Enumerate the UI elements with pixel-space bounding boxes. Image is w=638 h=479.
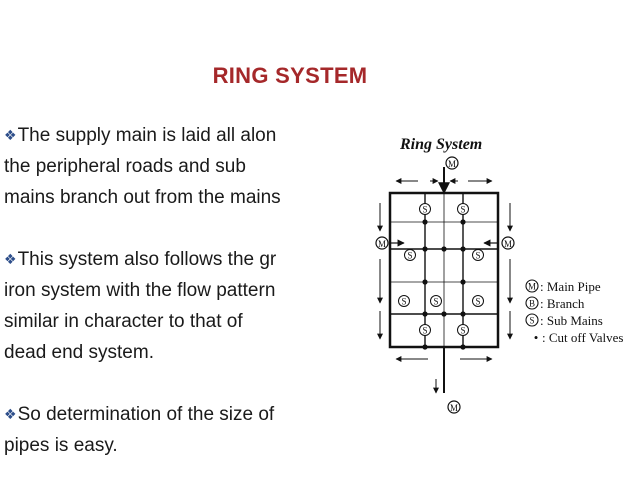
svg-text:S: S	[401, 297, 406, 307]
svg-text:S: S	[407, 251, 412, 261]
diamond-dots-icon: ❖	[4, 406, 17, 422]
svg-text:•: •	[534, 330, 539, 345]
diamond-dots-icon: ❖	[4, 127, 17, 143]
sub-main-labels: S S S S S S S S S	[398, 203, 484, 336]
bullet-line: the peripheral roads and sub	[4, 156, 246, 177]
svg-text:S: S	[460, 326, 465, 336]
legend-cut-off-valves: • : Cut off Valves	[534, 330, 624, 345]
svg-text:S: S	[422, 205, 427, 215]
bullet-list: ❖The supply main is laid all alon the pe…	[4, 120, 338, 460]
bullet-line: pipes is easy.	[4, 435, 118, 456]
diagram-title: Ring System	[399, 136, 482, 153]
svg-text:: Main Pipe: : Main Pipe	[540, 279, 601, 294]
legend-branch: B : Branch	[525, 296, 585, 311]
svg-text:M: M	[504, 239, 512, 249]
svg-text:S: S	[475, 251, 480, 261]
diagram-legend: M : Main Pipe B : Branch S : Sub Mains •…	[525, 279, 624, 345]
svg-text:: Cut off Valves: : Cut off Valves	[542, 330, 624, 345]
legend-sub-mains: S : Sub Mains	[525, 313, 603, 328]
bullet-line: ❖The supply main is laid all alon	[4, 125, 277, 146]
svg-text:B: B	[529, 299, 535, 309]
slide-title: RING SYSTEM	[212, 63, 368, 88]
svg-text:S: S	[422, 326, 427, 336]
ring-system-diagram: Ring System M M M M	[368, 125, 628, 425]
bullet-item-3: ❖So determination of the size of pipes i…	[4, 399, 338, 460]
main-pipe-label-bottom: M	[447, 400, 461, 414]
svg-text:S: S	[460, 205, 465, 215]
svg-text:M: M	[448, 159, 456, 169]
bullet-item-2: ❖This system also follows the gr iron sy…	[4, 244, 338, 368]
ring-system-svg: Ring System M M M M	[375, 136, 624, 414]
svg-text:S: S	[529, 316, 534, 326]
main-pipe-label-left: M	[375, 236, 389, 250]
svg-text:S: S	[475, 297, 480, 307]
bullet-line: ❖So determination of the size of	[4, 404, 275, 425]
cut-off-valves	[422, 219, 466, 350]
bullet-line: similar in character to that of	[4, 311, 243, 332]
svg-text:: Branch: : Branch	[540, 296, 585, 311]
main-pipe-label-right: M	[501, 236, 515, 250]
svg-text:: Sub Mains: : Sub Mains	[540, 313, 603, 328]
svg-text:M: M	[528, 282, 536, 292]
bullet-line: iron system with the flow pattern	[4, 280, 276, 301]
legend-main-pipe: M : Main Pipe	[525, 279, 601, 294]
bullet-line: dead end system.	[4, 342, 154, 363]
diamond-dots-icon: ❖	[4, 251, 17, 267]
bullet-item-1: ❖The supply main is laid all alon the pe…	[4, 120, 338, 213]
svg-text:S: S	[433, 297, 438, 307]
bullet-line: mains branch out from the mains	[4, 187, 281, 208]
main-pipe-label-top: M	[445, 156, 459, 170]
bullet-line: ❖This system also follows the gr	[4, 249, 277, 270]
svg-text:M: M	[450, 403, 458, 413]
svg-text:M: M	[378, 239, 386, 249]
